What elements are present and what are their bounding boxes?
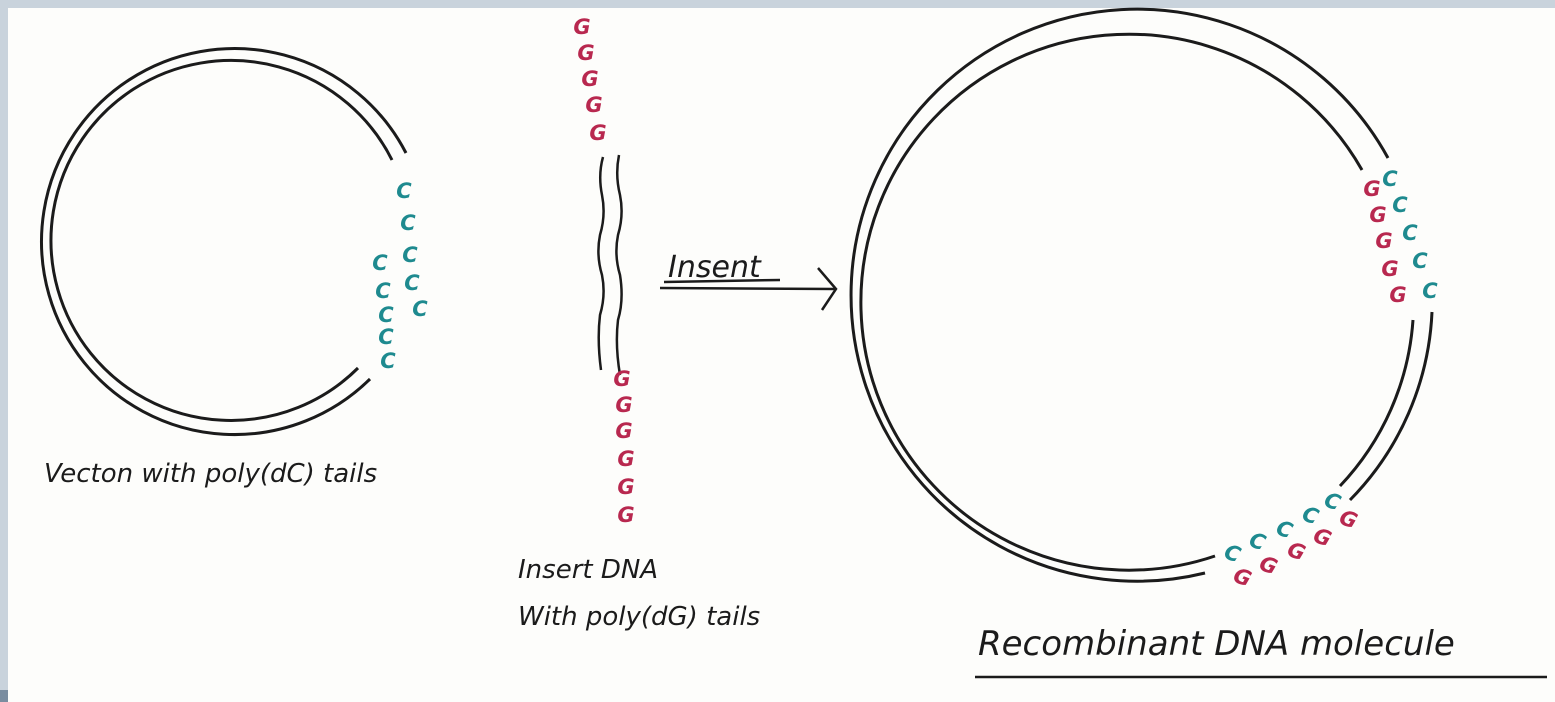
vector-inner-strand bbox=[49, 58, 394, 422]
vector-plasmid bbox=[40, 47, 408, 437]
c-base: C bbox=[375, 279, 391, 303]
g-base: G bbox=[1389, 283, 1406, 307]
g-base: G bbox=[615, 419, 632, 443]
recombinant-outer-arc-right bbox=[1348, 311, 1434, 502]
insert-arrow bbox=[659, 267, 838, 311]
g-base: G bbox=[573, 15, 590, 39]
c-base: C bbox=[396, 179, 412, 203]
g-base: G bbox=[1230, 563, 1254, 591]
g-base: G bbox=[1375, 229, 1392, 253]
g-base: G bbox=[1336, 505, 1360, 533]
c-base: C bbox=[378, 303, 394, 327]
c-base: C bbox=[1412, 249, 1428, 273]
insert-label-line2: With poly(dG) tails bbox=[518, 602, 760, 632]
arrow-label: Insent bbox=[668, 250, 762, 285]
c-base: C bbox=[1422, 279, 1438, 303]
insert-strand-right bbox=[615, 154, 623, 376]
diagram-sheet bbox=[8, 8, 1555, 702]
recombinant-inner-arc-right bbox=[1338, 319, 1415, 488]
g-base: G bbox=[577, 41, 594, 65]
g-base: G bbox=[589, 121, 606, 145]
c-base: C bbox=[402, 243, 418, 267]
arrow-underline bbox=[663, 278, 781, 284]
c-base: C bbox=[1402, 221, 1418, 245]
c-base: C bbox=[1392, 193, 1408, 217]
g-base: G bbox=[585, 93, 602, 117]
g-base: G bbox=[1256, 551, 1280, 579]
page-corner bbox=[0, 690, 8, 702]
g-base: G bbox=[581, 67, 598, 91]
c-base: C bbox=[378, 325, 394, 349]
vector-label: Vecton with poly(dC) tails bbox=[44, 459, 377, 489]
recombinant-plasmid bbox=[849, 7, 1434, 583]
c-base: C bbox=[1321, 488, 1344, 516]
g-base: G bbox=[617, 447, 634, 471]
insert-strand-left bbox=[597, 156, 605, 371]
g-base: G bbox=[1381, 257, 1398, 281]
g-base: G bbox=[617, 503, 634, 527]
c-base: C bbox=[372, 251, 388, 275]
g-base: G bbox=[617, 475, 634, 499]
c-base: C bbox=[400, 211, 416, 235]
recombinant-label: Recombinant DNA molecule bbox=[978, 624, 1455, 664]
insert-dna bbox=[597, 154, 623, 376]
c-base: C bbox=[1382, 167, 1398, 191]
insert-label-line1: Insert DNA bbox=[518, 555, 658, 585]
c-base: C bbox=[380, 349, 396, 373]
recombinant-inner-strand bbox=[859, 32, 1364, 572]
g-base: G bbox=[615, 393, 632, 417]
g-base: G bbox=[1363, 177, 1380, 201]
arrow-shaft bbox=[659, 286, 837, 291]
recombinant-outer-strand bbox=[849, 7, 1390, 583]
c-base: C bbox=[412, 297, 428, 321]
g-base: G bbox=[1369, 203, 1386, 227]
arrow-head bbox=[817, 267, 838, 311]
c-base: C bbox=[404, 271, 420, 295]
vector-outer-strand bbox=[40, 47, 408, 437]
g-base: G bbox=[613, 367, 630, 391]
